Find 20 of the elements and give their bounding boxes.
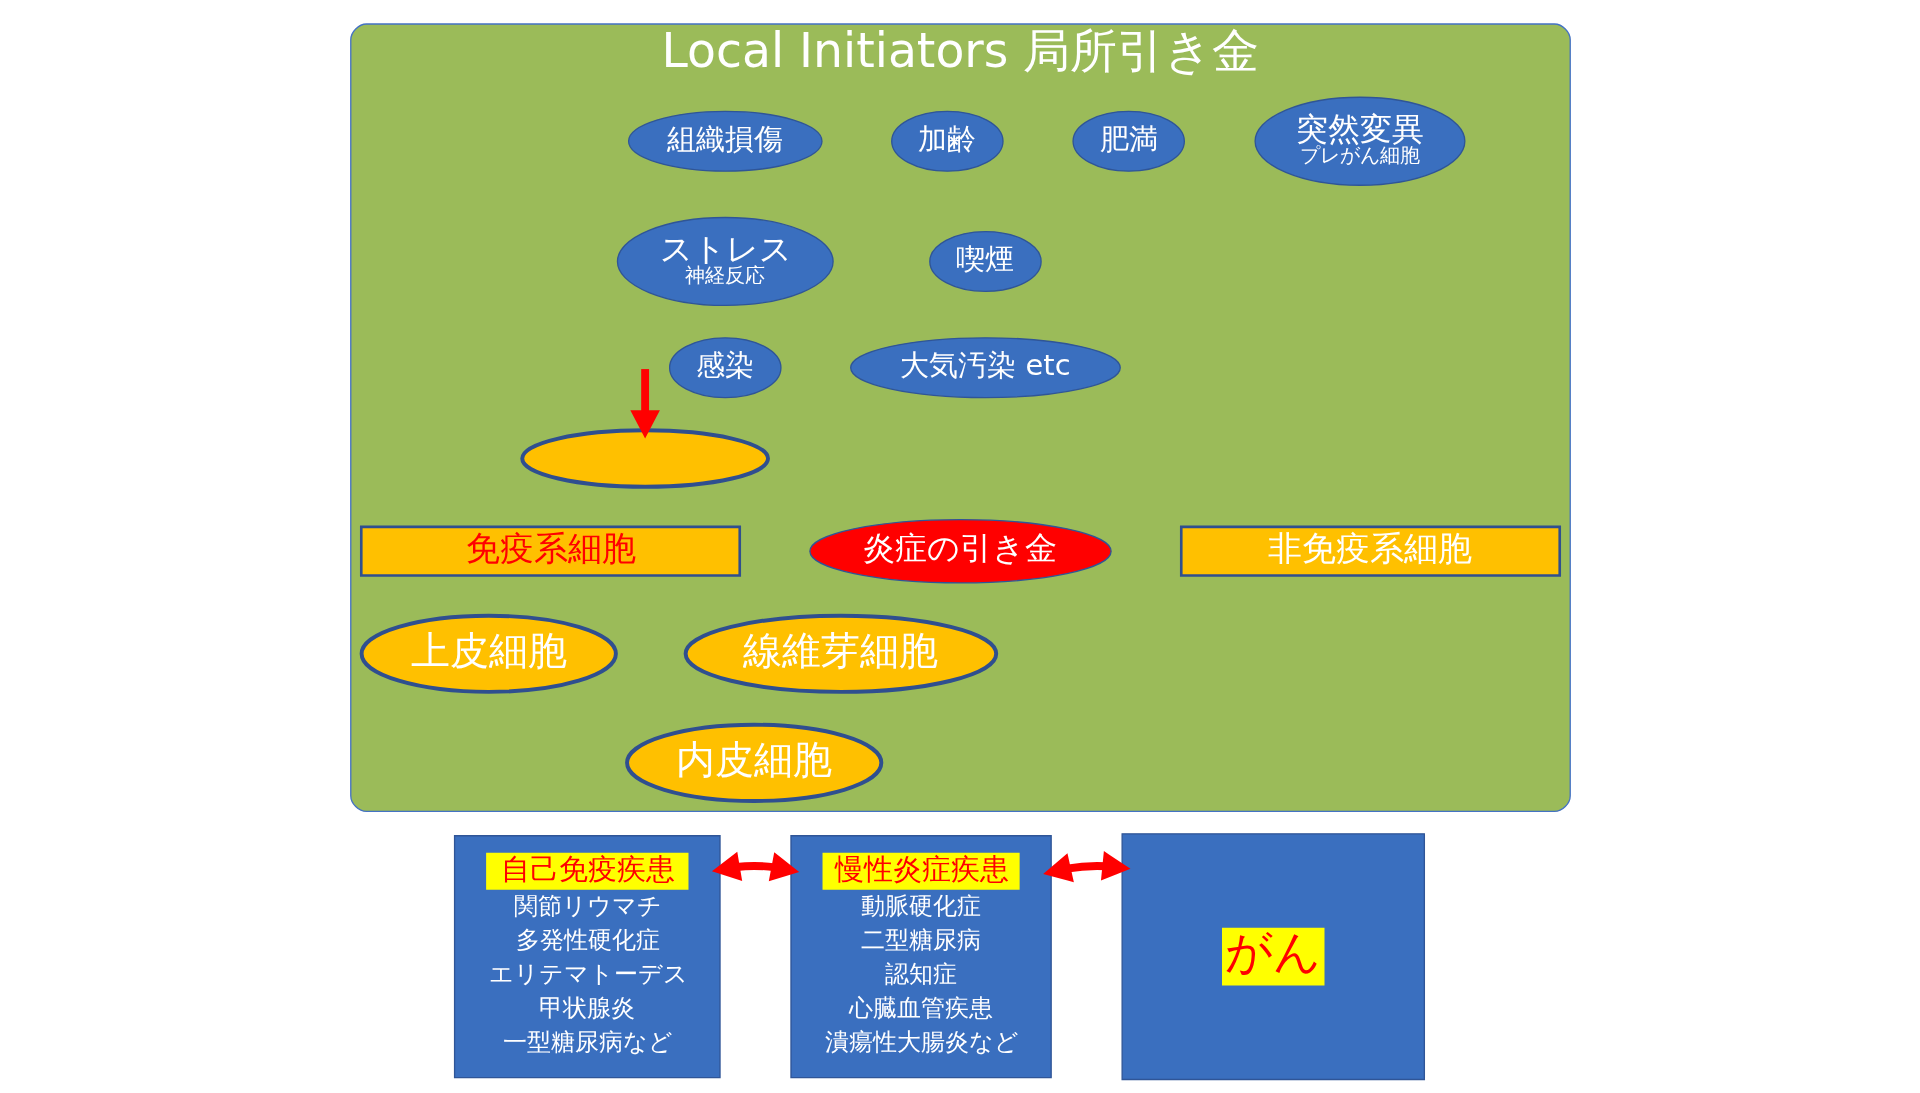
node-ellipse: ストレス 神経反応 [616, 216, 834, 307]
node-ellipse: 突然変異 プレがん細胞 [1253, 96, 1465, 186]
node-box: 自己免疫疾患 関節リウマチ 多発性硬化症 エリテマトーデス 甲状腺炎 一型糖尿病など [453, 835, 721, 1079]
node-ellipse: 組織損傷 [627, 110, 823, 172]
node-box: がん [1120, 833, 1425, 1081]
node-ellipse: 感染 [668, 337, 782, 399]
node-ellipse: 内皮細胞 [624, 722, 883, 803]
node-ellipse [519, 428, 770, 489]
node-ellipse: 大気汚染 etc [849, 337, 1121, 399]
node-ellipse: 炎症の引き金 [808, 518, 1112, 584]
node-box: 慢性炎症疾患 動脈硬化症 二型糖尿病 認知症 心臓血管疾患 潰瘍性大腸炎など [789, 835, 1052, 1079]
arrow [1042, 851, 1130, 883]
node-box: 免疫系細胞 [359, 525, 741, 577]
node-ellipse: 喫煙 [928, 230, 1042, 292]
node-box: 非免疫系細胞 [1179, 525, 1561, 577]
node-ellipse: 上皮細胞 [359, 613, 618, 694]
node-ellipse: 線維芽細胞 [683, 613, 998, 694]
node-ellipse: 肥満 [1071, 110, 1185, 172]
arrow [711, 851, 799, 882]
node-ellipse: 加齢 [890, 110, 1004, 172]
